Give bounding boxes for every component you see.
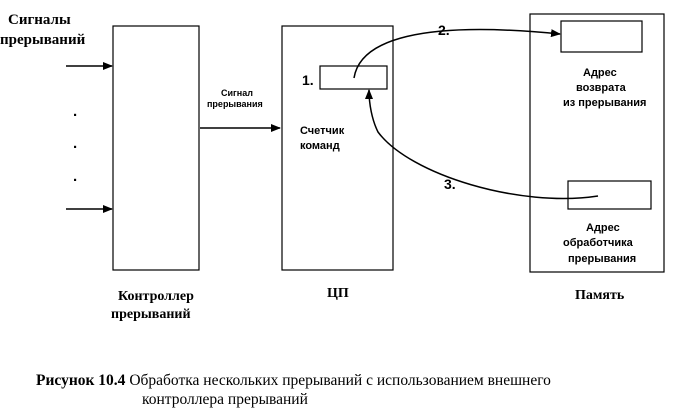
ellipsis-dot-3: .: [73, 168, 77, 185]
signals-title-line1: Сигналы: [8, 12, 71, 28]
step-3-arrow: [365, 89, 599, 200]
signal-label-line2: прерывания: [207, 99, 263, 109]
controller-label-line1: Контроллер: [118, 289, 194, 304]
signal-label-line1: Сигнал: [221, 88, 253, 98]
caption-text-line2: контроллера прерываний: [142, 391, 308, 408]
interrupt-controller-box: [112, 25, 200, 271]
step-1-label: 1.: [302, 72, 314, 88]
return-address-cell: [560, 20, 643, 53]
signals-title-line2: прерываний: [0, 32, 86, 48]
return-address-label-line3: из прерывания: [563, 97, 646, 109]
memory-box: [529, 13, 665, 273]
handler-address-cell: [567, 180, 652, 210]
return-address-label-line1: Адрес: [583, 67, 617, 79]
ellipsis-dot-2: .: [73, 135, 77, 152]
program-counter-label-line1: Счетчик: [300, 125, 345, 137]
memory-label: Память: [575, 288, 625, 303]
caption-text-line1: Обработка нескольких прерываний с исполь…: [129, 372, 551, 389]
step-2-arrow: [353, 28, 561, 79]
return-address-label-line2: возврата: [576, 82, 627, 94]
step-3-label: 3.: [444, 176, 456, 192]
figure-caption: Рисунок 10.4 Обработка нескольких прерыв…: [36, 371, 676, 409]
handler-address-label-line1: Адрес: [586, 222, 620, 234]
controller-label-line2: прерываний: [111, 307, 191, 322]
step-2-label: 2.: [438, 22, 450, 38]
cpu-label: ЦП: [327, 286, 349, 301]
program-counter-register: [319, 65, 388, 90]
program-counter-label-line2: команд: [300, 140, 340, 152]
handler-address-label-line2: обработчика: [563, 237, 634, 249]
figure-label: Рисунок 10.4: [36, 372, 126, 389]
handler-address-label-line3: прерывания: [568, 253, 636, 265]
ellipsis-dot-1: .: [73, 103, 77, 120]
